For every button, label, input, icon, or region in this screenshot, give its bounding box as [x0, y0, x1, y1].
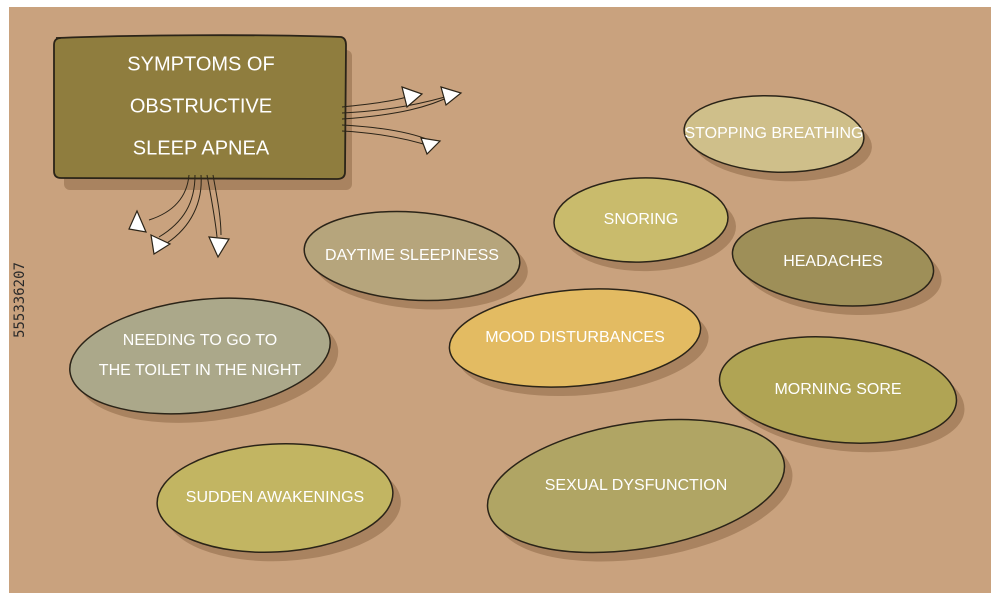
- arrowheads-bottom: [128, 209, 231, 259]
- symptom-label: SUDDEN AWAKENINGS: [186, 489, 364, 506]
- arrows-bottom: [148, 174, 222, 244]
- symptom-sexual-dysfunction: SEXUAL DYSFUNCTION: [486, 418, 793, 562]
- arrow-stroke: [212, 174, 222, 236]
- symptom-bubbles: STOPPING BREATHING SNORING HEADACHES DAYTIM…: [69, 95, 965, 562]
- arrow-stroke: [206, 174, 218, 238]
- symptom-label: THE TOILET IN THE NIGHT: [99, 362, 302, 379]
- symptom-bubble: [553, 177, 729, 263]
- symptom-bubble: [448, 288, 702, 388]
- symptom-bubble: [156, 442, 394, 554]
- arrow-stroke: [341, 96, 446, 114]
- symptom-label: SEXUAL DYSFUNCTION: [545, 477, 728, 494]
- arrowheads-right: [401, 86, 463, 156]
- title-box-panel: [53, 34, 347, 180]
- symptom-sudden-awakenings: SUDDEN AWAKENINGS: [156, 442, 401, 562]
- symptom-headaches: HEADACHES: [731, 217, 942, 316]
- diagram-canvas: SYMPTOMS OF OBSTRUCTIVE SLEEP APNEA: [9, 7, 991, 593]
- symptom-morning-sore: MORNING SORE: [718, 336, 965, 453]
- title-line-1: SYMPTOMS OF: [127, 53, 274, 75]
- symptom-bubble: [69, 297, 331, 415]
- symptom-needing-toilet: NEEDING TO GO TO THE TOILET IN THE NIGHT: [69, 297, 339, 423]
- arrowhead-icon: [150, 233, 172, 255]
- arrowhead-icon: [401, 86, 424, 109]
- side-code-text: 555336207: [12, 262, 28, 338]
- title-line-2: OBSTRUCTIVE: [130, 95, 272, 117]
- arrow-stroke: [148, 174, 190, 221]
- arrow-stroke: [341, 96, 408, 108]
- symptom-label: NEEDING TO GO TO: [123, 332, 277, 349]
- title-box: SYMPTOMS OF OBSTRUCTIVE SLEEP APNEA: [53, 34, 352, 190]
- symptom-bubble: [731, 217, 935, 307]
- arrowhead-icon: [208, 236, 231, 259]
- symptom-bubble: [683, 95, 865, 173]
- symptom-label: SNORING: [604, 211, 679, 228]
- symptom-bubble: [486, 418, 786, 554]
- arrow-stroke: [341, 124, 430, 141]
- arrow-stroke: [341, 130, 434, 148]
- title-line-3: SLEEP APNEA: [133, 137, 270, 159]
- arrowhead-icon: [128, 209, 147, 233]
- symptom-mood-disturbances: MOOD DISTURBANCES: [448, 288, 709, 397]
- arrowhead-icon: [420, 137, 442, 156]
- arrowhead-icon: [440, 86, 463, 107]
- arrow-stroke: [158, 174, 196, 238]
- symptom-label: MORNING SORE: [774, 381, 901, 398]
- symptom-diagram: SYMPTOMS OF OBSTRUCTIVE SLEEP APNEA: [53, 34, 965, 562]
- symptom-bubble: [303, 210, 521, 302]
- symptom-snoring: SNORING: [553, 177, 736, 272]
- symptom-bubble: [718, 336, 958, 444]
- symptom-label: STOPPING BREATHING: [685, 125, 864, 142]
- symptom-stopping-breathing: STOPPING BREATHING: [683, 95, 872, 182]
- symptom-label: DAYTIME SLEEPINESS: [325, 247, 499, 264]
- symptom-daytime-sleepiness: DAYTIME SLEEPINESS: [303, 210, 528, 310]
- arrow-stroke: [166, 174, 202, 244]
- arrows-right: [341, 94, 454, 148]
- symptom-label: HEADACHES: [783, 253, 883, 270]
- symptom-label: MOOD DISTURBANCES: [485, 329, 665, 346]
